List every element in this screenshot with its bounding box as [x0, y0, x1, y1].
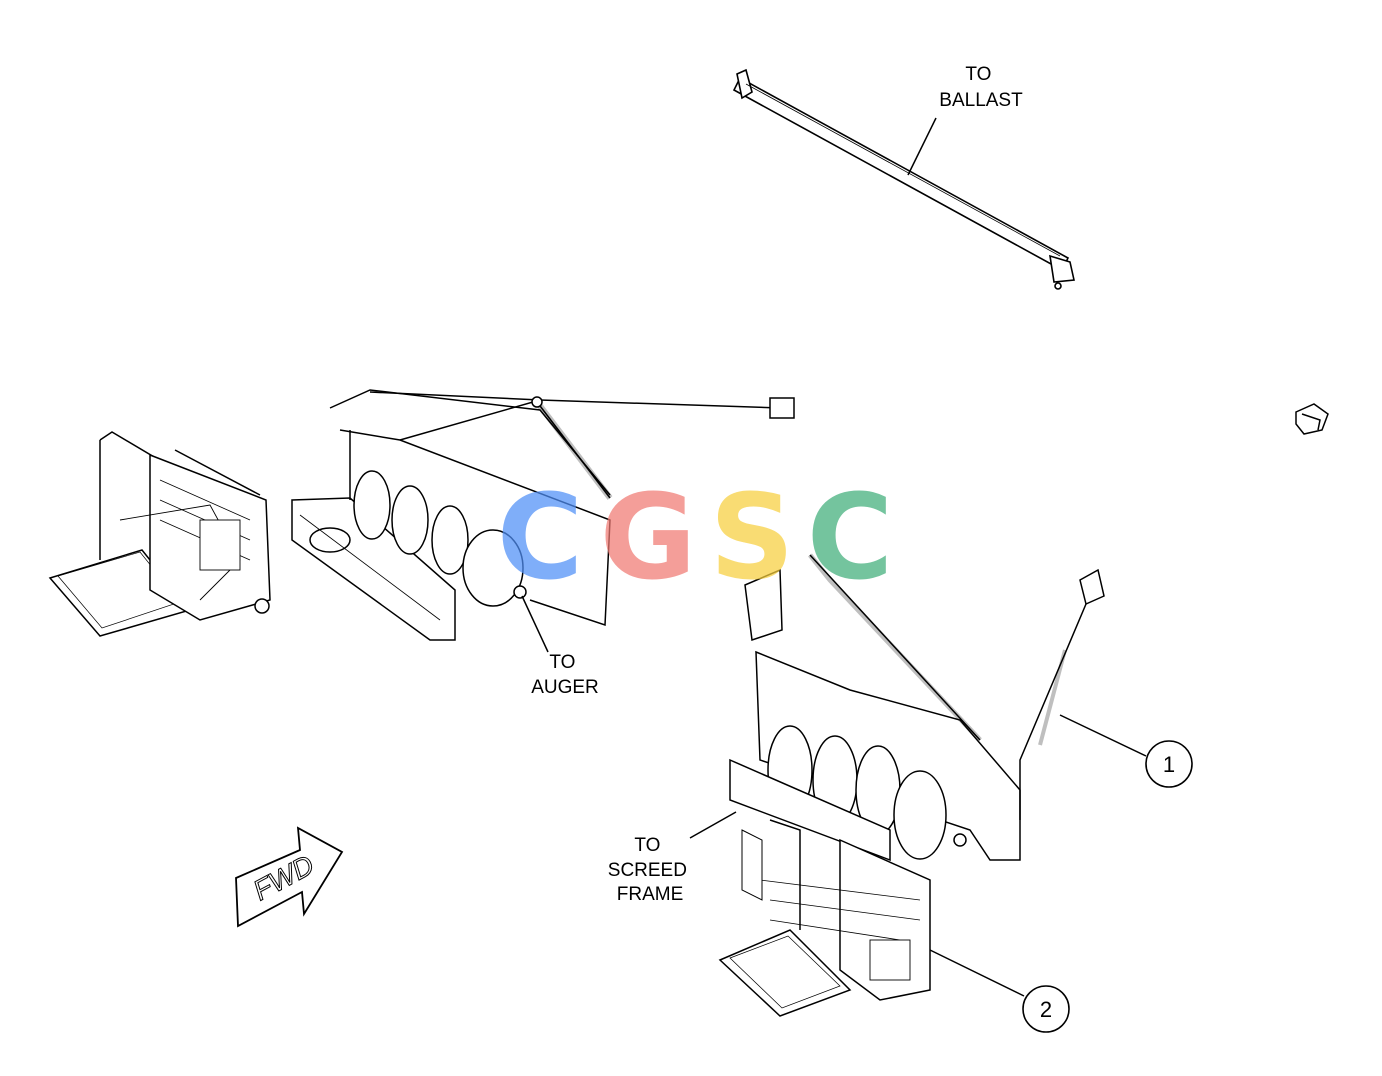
left-operator-platform [48, 431, 271, 637]
forward-direction-arrow: FWD [235, 826, 344, 928]
watermark-letter-s: S [710, 468, 795, 606]
leader-lines [521, 117, 1147, 997]
ballast-bar [732, 68, 1075, 290]
to-auger-label: TO AUGER [531, 652, 599, 698]
small-bracket-part [1295, 403, 1329, 435]
watermark-letter-g: G [600, 468, 697, 606]
callout-1: 1 [1145, 740, 1193, 788]
to-screed-frame-label: TO SCREED FRAME [608, 835, 692, 905]
callout-2: 2 [1022, 985, 1070, 1033]
to-ballast-label: TO BALLAST [939, 64, 1023, 111]
right-auger-assembly [729, 553, 1105, 862]
cgsc-watermark-logo: C G S C [497, 468, 894, 606]
left-auger-assembly [291, 389, 795, 641]
callout-1-number: 1 [1163, 752, 1175, 777]
right-operator-platform [718, 819, 931, 1017]
watermark-letter-c2: C [807, 468, 894, 606]
watermark-letter-c1: C [497, 468, 584, 606]
callout-2-number: 2 [1040, 997, 1052, 1022]
